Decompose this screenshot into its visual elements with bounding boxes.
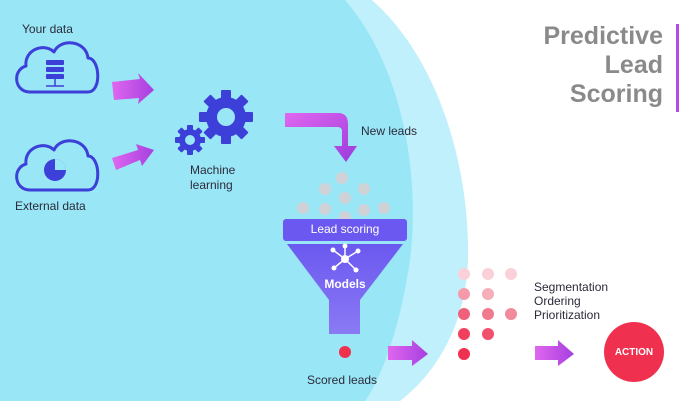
prioritization-label: Prioritization: [534, 308, 601, 322]
page-title: Predictive Lead Scoring: [543, 22, 663, 109]
network-icon: [330, 243, 361, 273]
machine-learning-line-2: learning: [190, 178, 233, 192]
arrow-right-icon: [112, 73, 154, 104]
your-data-label: Your data: [22, 22, 73, 36]
scored-lead-dot: [339, 346, 351, 358]
title-accent-bar: [676, 24, 679, 112]
lead-scoring-funnel: [283, 219, 407, 334]
cloud-server-icon: [15, 41, 100, 94]
segmentation-label: Segmentation: [534, 280, 609, 294]
ordering-label: Ordering: [534, 294, 581, 308]
scored-leads-label: Scored leads: [307, 373, 378, 387]
arrow-right-icon: [388, 340, 428, 366]
models-label: Models: [324, 277, 366, 291]
machine-learning-label: Machine learning: [190, 163, 235, 193]
new-leads-dots: [297, 172, 390, 223]
gear-icon: [175, 125, 205, 155]
outcomes-list: Segmentation Ordering Prioritization: [534, 280, 608, 322]
bent-arrow-icon: [285, 113, 357, 162]
new-leads-label: New leads: [361, 124, 418, 138]
title-line-2: Lead: [604, 51, 663, 79]
scored-leads-grid: [458, 268, 517, 360]
title-line-1: Predictive: [543, 22, 663, 50]
title-line-3: Scoring: [569, 80, 663, 108]
cloud-pie-chart-icon: [15, 139, 100, 192]
machine-learning-line-1: Machine: [190, 163, 236, 177]
lead-scoring-label: Lead scoring: [310, 222, 380, 236]
action-label: ACTION: [614, 346, 654, 358]
external-data-label: External data: [15, 199, 86, 213]
arrow-right-icon: [112, 144, 154, 170]
arrow-right-icon: [535, 340, 574, 366]
action-button: ACTION: [604, 322, 664, 382]
gear-icon: [199, 90, 253, 144]
